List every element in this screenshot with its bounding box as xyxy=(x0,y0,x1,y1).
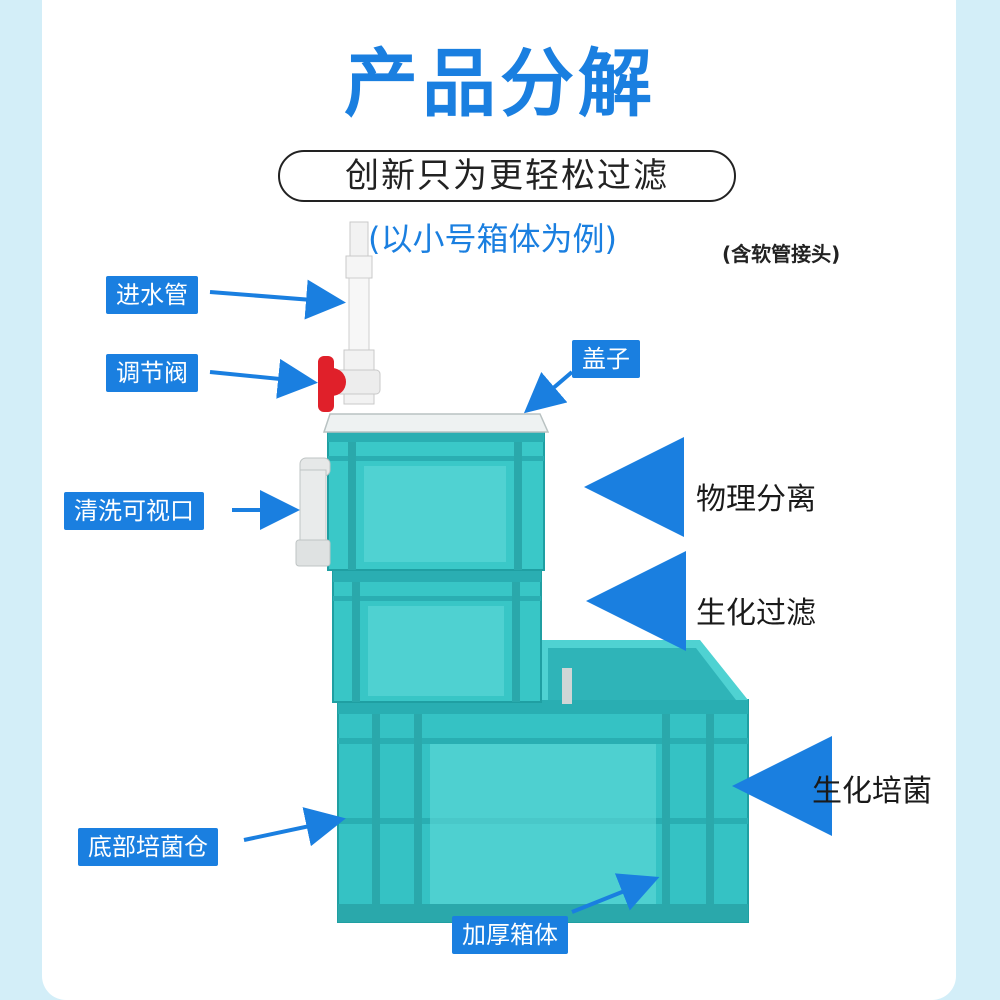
callout-inlet-pipe: 进水管 xyxy=(106,276,198,314)
lid xyxy=(322,413,550,433)
arrow-bottom xyxy=(243,807,346,847)
arrow-inlet xyxy=(209,279,346,320)
callout-bottom-chamber: 底部培菌仓 xyxy=(78,828,218,866)
callout-lid: 盖子 xyxy=(572,340,640,378)
arrow-thick-box xyxy=(571,873,660,914)
bottom-thick-box xyxy=(337,640,749,923)
label-bio-culture: 生化培菌 xyxy=(812,774,932,809)
page-title: 产品分解 xyxy=(344,41,656,127)
inlet-pipe xyxy=(335,221,381,405)
cleaning-port xyxy=(295,457,331,567)
subtitle-pill: 创新只为更轻松过滤 xyxy=(278,150,736,202)
arrow-valve xyxy=(209,358,318,399)
subtitle-text: 创新只为更轻松过滤 xyxy=(345,156,669,196)
label-physical-separation: 物理分离 xyxy=(696,482,816,517)
top-box xyxy=(327,427,545,571)
callout-thick-box: 加厚箱体 xyxy=(452,916,568,954)
example-note: (以小号箱体为例) xyxy=(368,220,617,258)
label-bio-filtration: 生化过滤 xyxy=(696,596,816,631)
valve-handle xyxy=(318,356,346,412)
callout-valve: 调节阀 xyxy=(106,354,198,392)
middle-box xyxy=(332,567,542,703)
arrow-lid xyxy=(523,370,574,414)
hose-note: (含软管接头) xyxy=(722,242,841,266)
callout-cleaning-window: 清洗可视口 xyxy=(64,492,204,530)
